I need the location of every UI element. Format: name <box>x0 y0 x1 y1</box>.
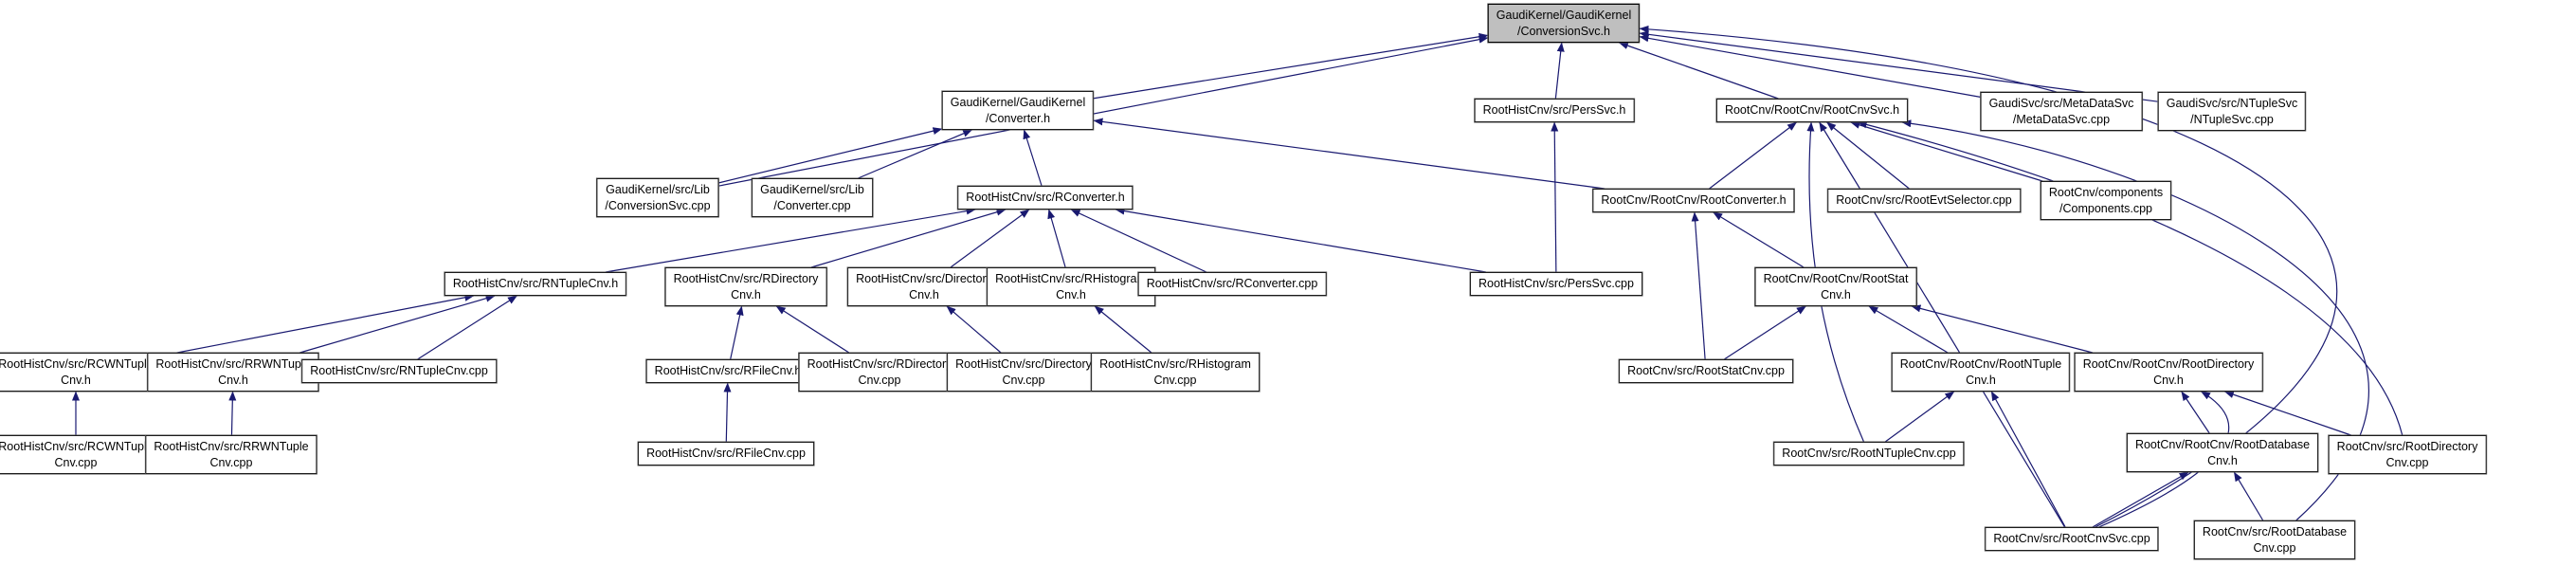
include-edge-rootntuplecnv_cpp-to-rootntuplecnv_h <box>1884 391 1955 443</box>
include-edge-rootcnvsvc_cpp-to-rootcnvsvc_h <box>1819 121 2066 528</box>
include-edge-rootstatcnv_h-to-rootconverter_h <box>1713 211 1805 268</box>
include-edge-rdirectorycnv_h-to-rconverter_h <box>810 208 1007 268</box>
include-edge-rootcnvsvc_cpp-to-rootntuplecnv_h <box>1990 391 2066 528</box>
graph-node-rfilecnv_h[interactable]: RootHistCnv/src/RFileCnv.h <box>645 359 810 383</box>
include-edge-rootdatabasecnv_cpp-to-rootdatabasecnv_h <box>2233 471 2264 521</box>
include-edge-rrwntuplecnv_cpp-to-rrwntuplecnv_h <box>228 391 237 436</box>
include-edge-lib_conversionsvc_cpp-to-conversionsvc_h <box>718 35 1489 187</box>
include-edge-rcwntuplecnv_h-to-rntuplecnv_h <box>161 293 475 356</box>
include-edge-rdirectorycnv_cpp-to-rdirectorycnv_h <box>775 305 850 354</box>
include-edge-rntuplecnv_h-to-rconverter_h <box>605 207 976 273</box>
include-edge-perssvc_h-to-conversionsvc_h <box>1554 42 1565 100</box>
include-edge-metadatasvc_cpp-to-conversionsvc_h <box>1639 34 1981 98</box>
include-edge-rootntuplecnv_h-to-rootstatcnv_h <box>1868 305 1949 354</box>
include-edge-directorycnv_h-to-rconverter_h <box>950 209 1030 268</box>
graph-node-conversionsvc_h[interactable]: GaudiKernel/GaudiKernel/ConversionSvc.h <box>1487 4 1641 43</box>
include-edge-components_cpp-to-rootcnvsvc_h <box>1850 120 2043 182</box>
include-edge-rconverter_cpp-to-rconverter_h <box>1070 209 1207 273</box>
include-edge-rootcnvsvc_cpp-to-rootdatabasecnv_h <box>2092 471 2189 528</box>
graph-node-lib_conversionsvc_cpp[interactable]: GaudiKernel/src/Lib/ConversionSvc.cpp <box>596 178 719 217</box>
include-edge-rrwntuplecnv_h-to-rntuplecnv_h <box>299 294 496 354</box>
include-edge-rootdirectorycnv_cpp-to-rootdirectorycnv_h <box>2223 391 2351 436</box>
graph-node-rconverter_cpp[interactable]: RootHistCnv/src/RConverter.cpp <box>1137 272 1327 296</box>
include-edge-rfilecnv_h-to-rdirectorycnv_h <box>730 305 744 360</box>
graph-node-rntuplecnv_cpp[interactable]: RootHistCnv/src/RNTupleCnv.cpp <box>301 359 497 383</box>
graph-node-rootconverter_h[interactable]: RootCnv/RootCnv/RootConverter.h <box>1592 189 1795 212</box>
graph-node-perssvc_cpp[interactable]: RootHistCnv/src/PersSvc.cpp <box>1470 272 1642 296</box>
include-edge-rootevtselector_cpp-to-rootcnvsvc_h <box>1826 121 1910 190</box>
include-edge-rhistogramcnv_h-to-rconverter_h <box>1047 209 1066 268</box>
graph-node-components_cpp[interactable]: RootCnv/components/Components.cpp <box>2040 181 2172 220</box>
graph-node-perssvc_h[interactable]: RootHistCnv/src/PersSvc.h <box>1474 99 1635 122</box>
graph-node-rootcnvsvc_h[interactable]: RootCnv/RootCnv/RootCnvSvc.h <box>1715 99 1909 122</box>
include-edge-lib_converter_cpp-to-converter_h <box>858 129 973 179</box>
include-edge-converter_h-to-conversionsvc_h <box>1093 32 1489 100</box>
graph-node-rootstatcnv_cpp[interactable]: RootCnv/src/RootStatCnv.cpp <box>1619 359 1793 383</box>
include-edge-rootdatabasecnv_h-to-rootdirectorycnv_h <box>2181 391 2210 434</box>
graph-node-metadatasvc_cpp[interactable]: GaudiSvc/src/MetaDataSvc/MetaDataSvc.cpp <box>1980 92 2143 131</box>
include-edge-rootcnvsvc_h-to-conversionsvc_h <box>1618 42 1779 100</box>
include-edge-rconverter_h-to-converter_h <box>1023 129 1043 187</box>
include-edge-directorycnv_cpp-to-directorycnv_h <box>946 305 1002 354</box>
include-edge-rootstatcnv_cpp-to-rootstatcnv_h <box>1723 305 1806 360</box>
graph-node-rootevtselector_cpp[interactable]: RootCnv/src/RootEvtSelector.cpp <box>1827 189 2021 212</box>
include-edge-rootconverter_h-to-rootcnvsvc_h <box>1709 121 1797 190</box>
include-edge-rntuplecnv_cpp-to-rntuplecnv_h <box>417 295 517 360</box>
include-edge-lib_conversionsvc_cpp-to-converter_h <box>718 127 943 184</box>
graph-node-rootntuplecnv_cpp[interactable]: RootCnv/src/RootNTupleCnv.cpp <box>1773 442 1965 466</box>
include-edge-perssvc_cpp-to-rconverter_h <box>1115 207 1487 273</box>
graph-node-rfilecnv_cpp[interactable]: RootHistCnv/src/RFileCnv.cpp <box>638 442 814 466</box>
include-edge-rootdirectorycnv_h-to-rootstatcnv_h <box>1911 304 2094 354</box>
graph-node-converter_h[interactable]: GaudiKernel/GaudiKernel/Converter.h <box>941 91 1095 130</box>
include-edge-rootconverter_h-to-converter_h <box>1093 118 1605 190</box>
graph-node-rootcnvsvc_cpp[interactable]: RootCnv/src/RootCnvSvc.cpp <box>1985 527 2159 551</box>
graph-node-rntuplecnv_h[interactable]: RootHistCnv/src/RNTupleCnv.h <box>444 272 627 296</box>
include-edge-rootstatcnv_cpp-to-rootconverter_h <box>1691 211 1706 360</box>
graph-node-rconverter_h[interactable]: RootHistCnv/src/RConverter.h <box>957 186 1134 210</box>
include-edge-rhistogramcnv_cpp-to-rhistogramcnv_h <box>1094 305 1152 354</box>
include-edge-rfilecnv_cpp-to-rfilecnv_h <box>723 382 732 443</box>
graph-node-ntuplesvc_cpp[interactable]: GaudiSvc/src/NTupleSvc/NTupleSvc.cpp <box>2157 92 2307 131</box>
graph-node-lib_converter_cpp[interactable]: GaudiKernel/src/Lib/Converter.cpp <box>752 178 873 217</box>
include-edge-perssvc_cpp-to-perssvc_h <box>1551 121 1559 273</box>
